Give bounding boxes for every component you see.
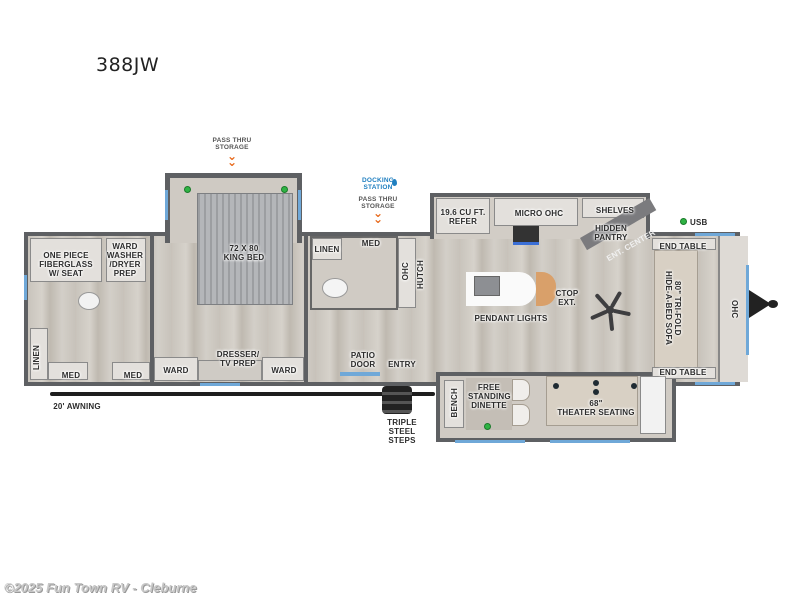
label-ctop-ext: CTOP EXT. [555,289,579,307]
label-dresser: DRESSER/ TV PREP [216,350,260,368]
window [695,233,735,236]
usb-port-icon [484,423,491,430]
label-shower: ONE PIECE FIBERGLASS W/ SEAT [39,251,93,278]
window [746,265,749,355]
label-ohc: OHC [401,262,410,281]
pass-thru-arrow-icon: ⌄⌄ [226,149,238,169]
usb-port-icon [184,186,191,193]
hide-a-bed-sofa [654,250,698,368]
window [200,383,240,386]
shower [30,238,102,282]
label-hutch: HUTCH [416,260,425,289]
hutch [398,238,416,308]
cupholder [593,389,599,395]
rear-toilet [78,292,100,310]
label-dinette: FREE STANDING DINETTE [468,383,511,410]
cupholder [593,380,599,386]
end-table-bottom [652,367,716,379]
sink-icon [474,276,500,296]
window [455,440,525,443]
cupholder [631,383,637,389]
label-theater-seating: 68" THEATER SEATING [557,399,635,417]
label-shelves: SHELVES [595,206,635,215]
window [165,190,168,220]
dinette-chair [512,379,530,401]
washer-dryer-closet [106,238,146,282]
window [298,190,301,220]
usb-legend-icon [680,218,687,225]
cooktop [513,226,539,245]
bedroom-divider [304,236,308,382]
label-usb: USB [690,218,708,227]
label-refer: 19.6 CU FT. REFER [440,208,486,226]
bath-divider [150,236,154,382]
model-title: 388JW [96,54,160,76]
linen-half-bath [312,238,342,260]
front-side-door [640,376,666,434]
label-entry: ENTRY [388,360,416,369]
dinette-chair [512,404,530,426]
front-cap [718,236,748,382]
ward-left [154,357,198,381]
label-awning: 20' AWNING [53,402,101,411]
bench [444,380,464,428]
label-pass-thru-storage: PASS THRU STORAGE [358,196,398,210]
copyright-credit: ©2025 Fun Town RV - Cleburne [4,580,197,595]
triple-steel-steps [382,386,412,414]
usb-port-icon [281,186,288,193]
label-sofa: 80" TRI-FOLD HIDE-A-BED SOFA [664,270,682,346]
window [550,440,630,443]
end-table-top [652,238,716,250]
hitch [749,290,771,318]
water-drop-icon [392,179,397,186]
label-med: MED [361,239,381,248]
label-ward: WARD [163,366,189,375]
dinette-table [466,378,512,430]
label-docking-station: DOCKING STATION [361,177,395,191]
dresser [198,360,262,381]
countertop-extension [536,272,556,306]
label-linen: LINEN [314,245,340,254]
hitch-ball [768,300,778,308]
patio-door-glass [340,372,380,376]
label-king-bed: 72 X 80 KING BED [223,244,265,262]
label-ward: WARD [271,366,297,375]
king-bed [197,193,293,305]
linen-rear [30,328,48,380]
label-triple-steel-steps: TRIPLE STEEL STEPS [387,418,417,445]
ward-right [262,357,304,381]
refrigerator [436,198,490,234]
med-rear-left [48,362,88,380]
cupholder [553,383,559,389]
label-end-table: END TABLE [659,368,707,377]
label-hidden-pantry: HIDDEN PANTRY [594,224,628,242]
label-end-table: END TABLE [659,242,707,251]
pass-thru-arrow-icon: ⌄⌄ [372,206,384,226]
med-rear-right [112,362,150,380]
label-patio-door: PATIO DOOR [350,351,376,369]
label-bench: BENCH [450,388,459,418]
label-med: MED [61,371,81,380]
label-ohc-front: OHC [730,300,739,319]
theater-seating [546,376,638,426]
awning-bar [50,392,435,396]
label-pass-thru-storage: PASS THRU STORAGE [212,137,252,151]
window [695,382,735,385]
label-pendant-lights: PENDANT LIGHTS [474,314,548,323]
window [24,275,27,300]
microwave-ohc [494,198,578,226]
label-micro-ohc: MICRO OHC [514,209,564,218]
label-washer-dryer: WARD WASHER /DRYER PREP [106,242,144,278]
ceiling-fan-icon [588,288,632,332]
label-med: MED [123,371,143,380]
label-linen-rear: LINEN [32,345,41,370]
half-bath-toilet [322,278,348,298]
